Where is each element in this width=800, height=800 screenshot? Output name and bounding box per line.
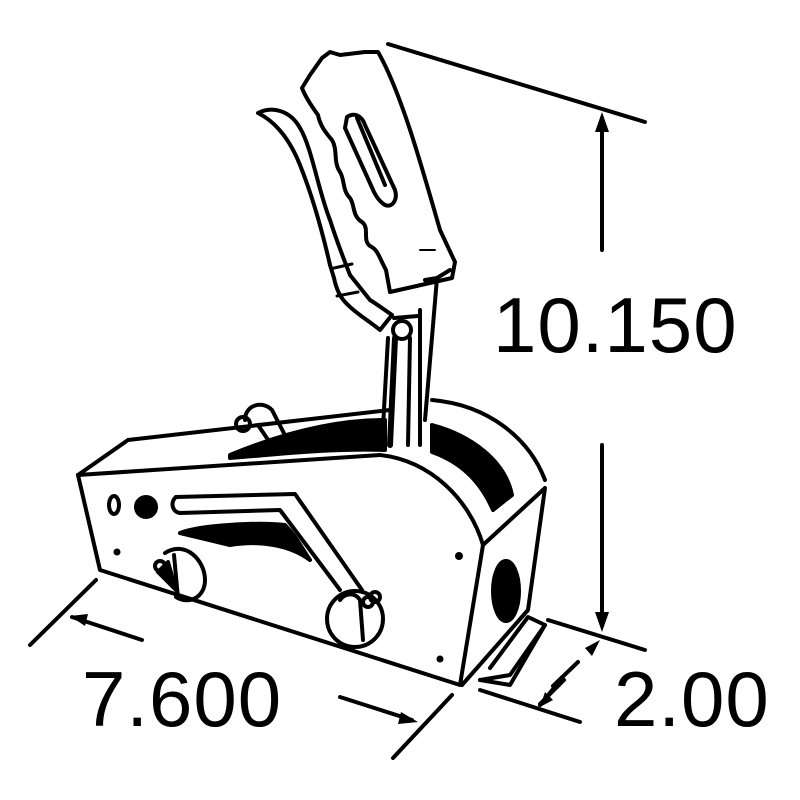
- cable-slot: [170, 492, 364, 592]
- mounting-flange: [478, 615, 547, 687]
- height-dimension-lines: [386, 42, 647, 652]
- cable-mount-left: [153, 546, 207, 603]
- length-dimension-label: 7.600: [82, 655, 283, 743]
- height-dimension-label: 10.150: [493, 281, 738, 369]
- length-dimension-lines: [28, 578, 454, 760]
- cable-mount-right: [325, 589, 385, 649]
- shift-rod: [380, 268, 452, 448]
- trigger-lever: [256, 107, 394, 332]
- housing: [76, 398, 547, 687]
- depth-dimension-lines: [478, 640, 600, 724]
- depth-dimension-label: 2.00: [614, 655, 770, 743]
- detent-knob: [234, 402, 292, 452]
- shifter-handle: [300, 50, 457, 294]
- side-port: [491, 559, 521, 623]
